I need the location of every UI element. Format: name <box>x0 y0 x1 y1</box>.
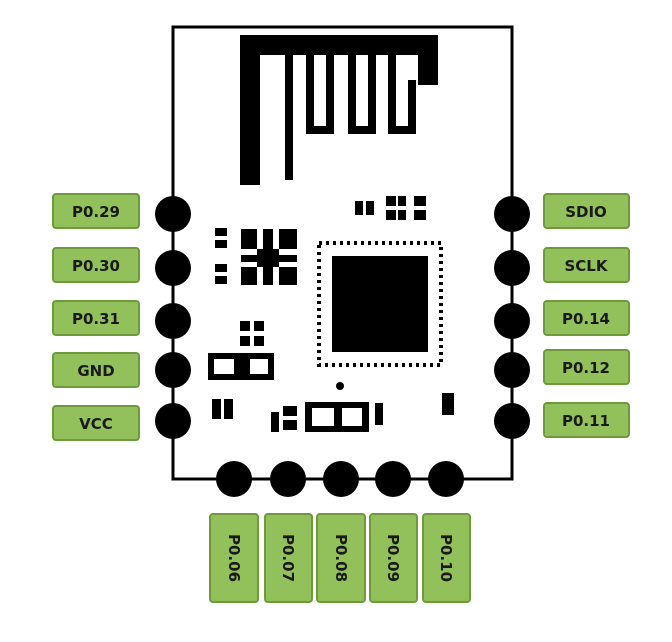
right-pin-column: SDIO SCLK P0.14 P0.12 P0.11 <box>494 193 630 439</box>
left-pin-column: P0.29 P0.30 P0.31 GND VCC <box>52 193 191 441</box>
pin-label: P0.06 <box>225 534 243 582</box>
pin-pad <box>155 196 191 232</box>
pin-pad <box>323 461 359 497</box>
pin-label-box <box>52 247 140 283</box>
pin-label-box <box>422 513 471 603</box>
pin-label-box <box>52 352 140 388</box>
pin-label: P0.29 <box>72 203 120 221</box>
main-chip <box>317 241 443 390</box>
pin-label-box <box>52 300 140 336</box>
pin-label: GND <box>77 362 114 380</box>
pin-pad <box>375 461 411 497</box>
pin-pad <box>494 403 530 439</box>
pin-label-box <box>543 402 630 438</box>
pin-pad <box>494 303 530 339</box>
pin-pad <box>155 303 191 339</box>
pin-pad <box>494 352 530 388</box>
smd-components-bottom <box>212 393 454 432</box>
pin-label-box <box>543 247 630 283</box>
pin-label-box <box>209 513 259 603</box>
pin-label: P0.31 <box>72 310 120 328</box>
pin-pad <box>270 461 306 497</box>
pin-label-box <box>369 513 418 603</box>
pin-label-box <box>316 513 366 603</box>
pcb-antenna-trace <box>240 35 438 185</box>
pin-pad <box>428 461 464 497</box>
pin-label: SCLK <box>565 257 609 275</box>
pin-label-box <box>264 513 313 603</box>
pin-pad <box>216 461 252 497</box>
regulator-component <box>208 321 274 380</box>
smd-components-top <box>355 196 426 220</box>
pin-pad <box>155 403 191 439</box>
crystal-component <box>215 228 297 285</box>
pin-label: VCC <box>79 415 113 433</box>
pin-pad <box>494 196 530 232</box>
bottom-pin-row: P0.06 P0.07 P0.08 P0.09 P0.10 <box>209 461 471 603</box>
pin-label: P0.09 <box>384 534 402 582</box>
pin-label-box <box>543 349 630 385</box>
pin-label: P0.07 <box>279 534 297 582</box>
pin-label: P0.08 <box>332 534 350 582</box>
pin-label: SDIO <box>565 203 607 221</box>
pin-label: P0.11 <box>562 412 610 430</box>
pin-pad <box>155 250 191 286</box>
pin-label-box <box>52 405 140 441</box>
pin-pad <box>155 352 191 388</box>
pin-label: P0.10 <box>437 534 455 582</box>
pin-label-box <box>543 300 630 336</box>
pin-pad <box>494 250 530 286</box>
pin-label-box <box>52 193 140 229</box>
pin-label: P0.12 <box>562 359 610 377</box>
pin-label: P0.14 <box>562 310 610 328</box>
pin-label: P0.30 <box>72 257 120 275</box>
pin-label-box <box>543 193 630 229</box>
